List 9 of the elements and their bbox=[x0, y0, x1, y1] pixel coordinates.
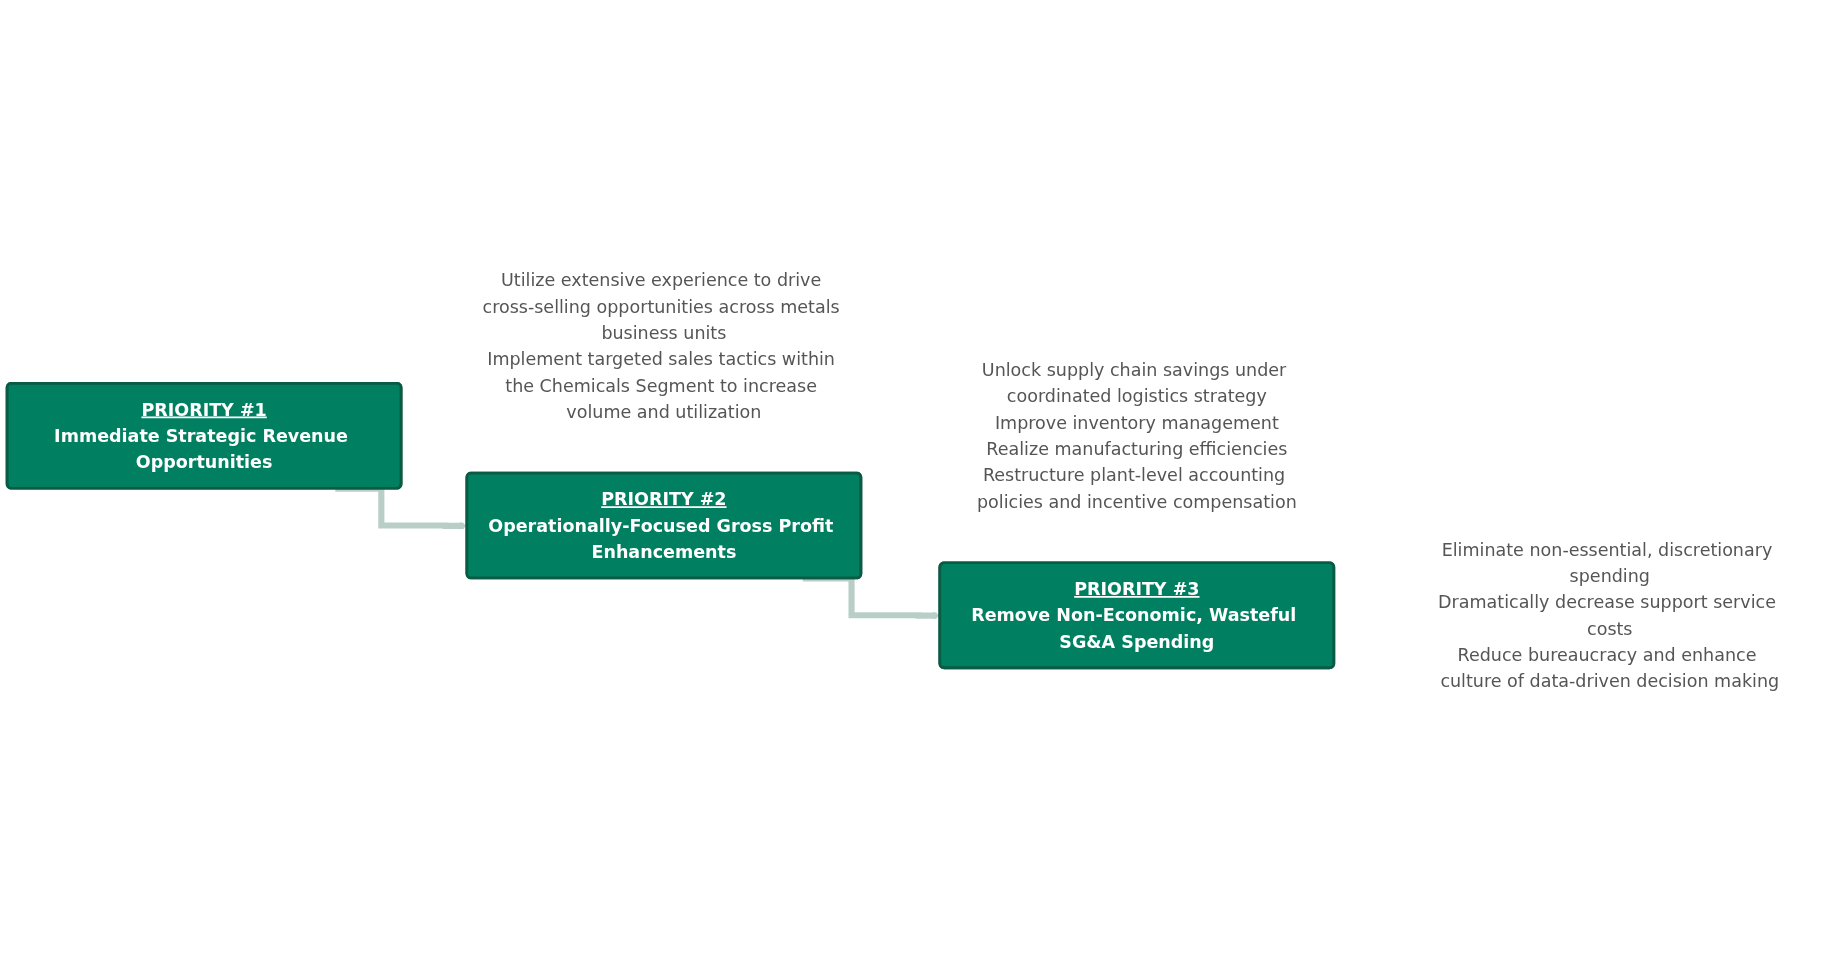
node-label: Implement targeted sales tactics within the Chemicals Segment to increase volume and utilization bbox=[487, 348, 835, 423]
node-label: Realize manufacturing efficiencies bbox=[986, 438, 1288, 460]
node-label: Reduce bureaucracy and enhance culture of data-driven decision making bbox=[1440, 644, 1780, 692]
node-label: Dramatically decrease support service costs bbox=[1438, 591, 1776, 639]
node-label: Unlock supply chain savings under coordinated logistics strategy bbox=[981, 359, 1287, 407]
node-label: Eliminate non-essential, discretionary spending bbox=[1441, 538, 1773, 587]
node-label: Improve inventory management bbox=[994, 411, 1279, 433]
node-label: Utilize extensive experience to drive cross-selling opportunities across metals business units bbox=[482, 269, 840, 344]
node-label: Restructure plant-level accounting policies and incentive compensation bbox=[976, 464, 1297, 512]
